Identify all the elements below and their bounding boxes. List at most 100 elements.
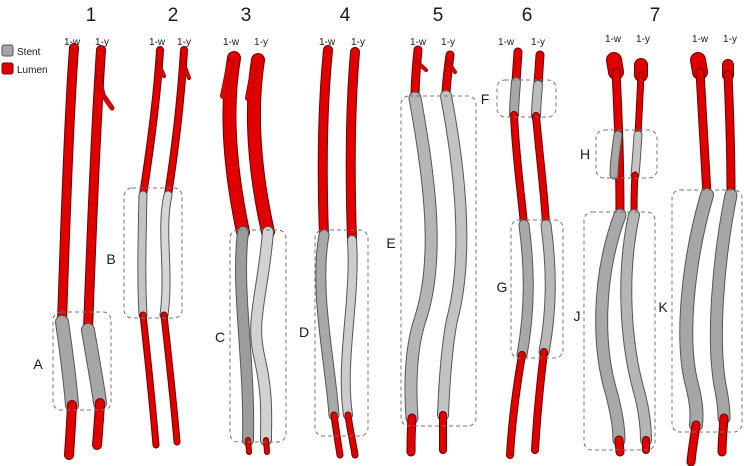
vessel-3y bbox=[245, 53, 275, 455]
vessel-label: 1-y bbox=[254, 37, 268, 48]
panel-number-5: 5 bbox=[433, 5, 444, 26]
region-label-k: K bbox=[658, 299, 668, 315]
vessel-2w bbox=[137, 46, 166, 449]
legend-swatch-stent bbox=[1, 44, 14, 57]
lumen-segment bbox=[534, 51, 544, 89]
vessel-label: 1-y bbox=[441, 37, 455, 48]
region-box-c bbox=[229, 229, 287, 443]
vessel-7w-left-stub bbox=[609, 130, 623, 180]
lumen-segment bbox=[724, 71, 735, 199]
vessel-label: 1-w bbox=[64, 37, 81, 48]
stent-segment bbox=[532, 81, 542, 120]
lumen-segment bbox=[318, 46, 332, 239]
lumen-branch bbox=[156, 60, 166, 78]
vessel-5y bbox=[437, 50, 468, 454]
lumen-segment bbox=[346, 48, 359, 244]
lumen-segment bbox=[264, 438, 269, 454]
region-box-e bbox=[400, 95, 477, 427]
stent-segment bbox=[631, 131, 642, 179]
lumen-branch bbox=[446, 60, 457, 74]
stent-segment bbox=[610, 131, 622, 179]
stent-segment bbox=[710, 189, 737, 424]
vessels bbox=[55, 43, 738, 466]
legend-swatch-lumen bbox=[1, 62, 14, 75]
region-boxes bbox=[52, 79, 743, 451]
vessel-4y bbox=[340, 47, 360, 459]
legend-label-stent: Stent bbox=[17, 47, 41, 58]
vessel-label: 1-w bbox=[605, 34, 622, 45]
lumen-segment bbox=[165, 47, 187, 198]
vessel-6y bbox=[531, 50, 556, 454]
vessel-label: 1-w bbox=[692, 34, 709, 45]
stent-segment bbox=[596, 209, 626, 446]
panel-number-2: 2 bbox=[168, 5, 179, 26]
region-label-e: E bbox=[386, 235, 395, 251]
stent-segment bbox=[341, 236, 357, 419]
region-box-k bbox=[671, 189, 743, 433]
vessel-3w bbox=[220, 51, 255, 455]
vessel-label: 1-y bbox=[351, 37, 365, 48]
lumen-segment bbox=[331, 412, 343, 458]
lumen-segment bbox=[687, 421, 700, 466]
stent-segment bbox=[82, 324, 106, 409]
stent-segment bbox=[680, 189, 713, 431]
stent-segment bbox=[405, 92, 437, 424]
vessel-label: 1-y bbox=[636, 34, 650, 45]
region-label-g: G bbox=[497, 279, 508, 295]
stent-segment bbox=[316, 230, 339, 420]
region-box-g bbox=[510, 219, 564, 359]
lumen-segment bbox=[223, 52, 249, 238]
vessel-label: 1-w bbox=[223, 37, 240, 48]
vessel-4w bbox=[315, 45, 344, 459]
region-box-a bbox=[52, 311, 112, 411]
lumen-segment bbox=[718, 414, 728, 456]
lumen-segment bbox=[512, 48, 522, 86]
vessel-7w-right bbox=[679, 52, 714, 466]
region-box-f bbox=[496, 79, 557, 118]
vessel-5w bbox=[404, 45, 438, 457]
region-label-a: A bbox=[33, 356, 43, 372]
stent-segment bbox=[517, 220, 533, 360]
lumen-segment bbox=[696, 68, 711, 199]
region-label-d: D bbox=[299, 324, 309, 340]
lumen-branch bbox=[245, 63, 257, 101]
region-labels: A B C D E F G H J K bbox=[33, 91, 668, 372]
lumen-segment bbox=[631, 172, 638, 218]
lumen-segment bbox=[635, 72, 644, 138]
lumen-branch bbox=[181, 60, 191, 80]
panel-number-1: 1 bbox=[86, 5, 97, 26]
lumen-segment bbox=[247, 54, 274, 238]
region-label-c: C bbox=[215, 329, 225, 345]
vessel-label: 1-w bbox=[498, 37, 515, 48]
vessel-label: 1-w bbox=[410, 37, 427, 48]
lumen-segment bbox=[507, 352, 525, 458]
panel-number-3: 3 bbox=[241, 5, 252, 26]
region-label-b: B bbox=[106, 251, 115, 267]
legend: Stent Lumen bbox=[1, 44, 48, 76]
vessel-7y-right bbox=[709, 59, 738, 457]
lumen-segment bbox=[511, 112, 527, 228]
region-label-f: F bbox=[481, 91, 490, 107]
stent-segment bbox=[138, 191, 147, 319]
panel-number-6: 6 bbox=[522, 5, 533, 26]
panel-number-4: 4 bbox=[340, 5, 351, 26]
vessel-label: 1-y bbox=[531, 37, 545, 48]
lumen-segment bbox=[161, 312, 180, 445]
vessel-1y bbox=[81, 45, 115, 450]
stent-segment bbox=[539, 220, 555, 357]
lumen-segment bbox=[411, 46, 422, 102]
stent-segment bbox=[621, 210, 651, 445]
lumen-segment bbox=[532, 349, 547, 453]
vessel-2y bbox=[159, 46, 191, 446]
vessel-label: 1-y bbox=[723, 34, 737, 45]
vessel-label: 1-y bbox=[95, 37, 109, 48]
lumen-segment bbox=[65, 401, 76, 459]
legend-label-lumen: Lumen bbox=[17, 65, 48, 76]
stent-segment bbox=[236, 227, 254, 445]
lumen-segment bbox=[140, 47, 163, 198]
lumen-segment bbox=[93, 399, 104, 449]
lumen-segment bbox=[407, 414, 416, 456]
vessel-6w bbox=[506, 47, 534, 459]
region-label-j: J bbox=[574, 308, 581, 324]
